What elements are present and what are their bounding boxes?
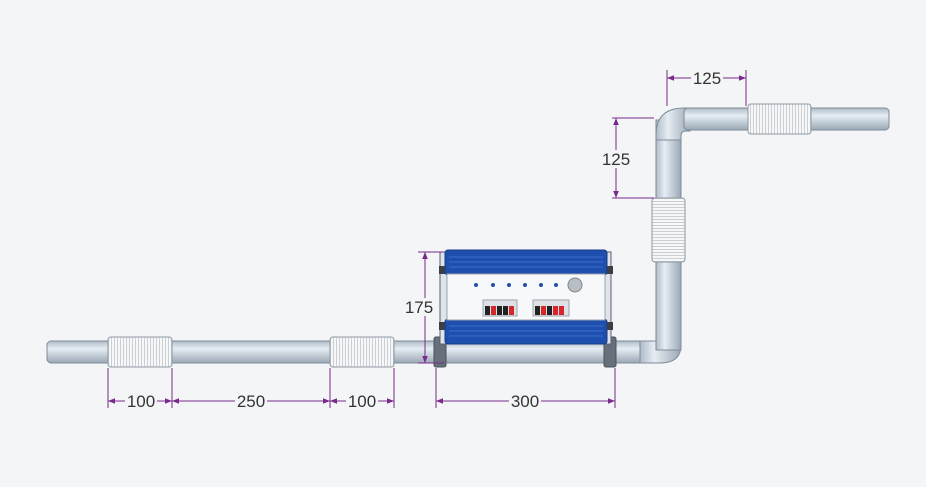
dim-label-bellows-left: 100 (127, 392, 155, 411)
dim-vertical-offset: 125 (599, 118, 631, 198)
dim-label-vertical-offset: 125 (602, 150, 630, 169)
dim-label-top-offset: 125 (693, 69, 721, 88)
enclosure-front-panel (446, 273, 606, 321)
dim-bellows-left: 100 (108, 392, 172, 411)
power-switch-icon (567, 277, 583, 293)
dim-label-pipe-gap: 250 (237, 392, 265, 411)
control-enclosure (439, 249, 613, 345)
terminal-block-left (482, 299, 518, 317)
dim-label-bellows-middle: 100 (348, 392, 376, 411)
dim-label-enclosure-height: 175 (405, 298, 433, 317)
dim-enclosure-width: 300 (436, 392, 615, 411)
elbow-top (655, 107, 691, 141)
dim-top-offset: 125 (667, 69, 746, 88)
dim-enclosure-height: 175 (404, 252, 436, 363)
dim-pipe-gap: 250 (172, 392, 330, 411)
terminal-block-right (532, 299, 570, 317)
indicator-leds (474, 283, 558, 287)
dim-bellows-middle: 100 (330, 392, 394, 411)
bellows-left (107, 336, 173, 368)
bellows-vertical (651, 197, 686, 263)
bellows-middle (329, 336, 395, 368)
bellows-top (747, 103, 812, 135)
dim-label-enclosure-width: 300 (511, 392, 539, 411)
